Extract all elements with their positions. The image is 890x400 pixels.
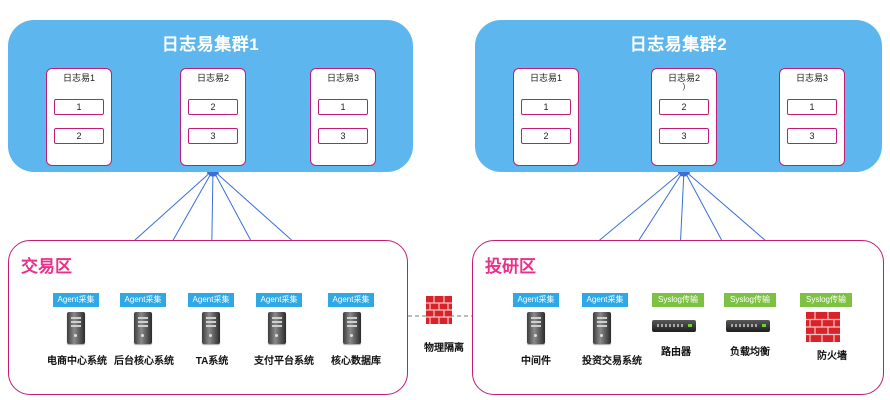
cluster-title: 日志易集群2 — [629, 35, 728, 54]
server-icon[interactable] — [343, 312, 361, 344]
shard-box: 3 — [318, 128, 368, 144]
log-cluster-1: 日志易集群1 日志易1 1 2 日志易2 2 3 日志易3 1 3 — [8, 20, 413, 172]
syslog-transfer-tag: Syslog传输 — [724, 293, 776, 307]
agent-collect-tag: Agent采集 — [328, 293, 374, 307]
device-label: TA系统 — [195, 356, 229, 367]
device-label: 防火墙 — [817, 351, 847, 362]
device-label: 支付平台系统 — [254, 356, 314, 367]
cluster-node[interactable]: 日志易1 1 2 — [513, 68, 579, 166]
server-icon[interactable] — [134, 312, 152, 344]
syslog-transfer-tag: Syslog传输 — [652, 293, 704, 307]
cluster-node[interactable]: 日志易1 1 2 — [46, 68, 112, 166]
firewall-icon[interactable] — [806, 312, 840, 342]
shard-box: 2 — [188, 99, 238, 115]
server-icon[interactable] — [268, 312, 286, 344]
zone-title: 投研区 — [485, 257, 536, 276]
cluster-node[interactable]: 日志易2 2 3 — [180, 68, 246, 166]
firewall-icon — [426, 296, 452, 324]
syslog-transfer-tag: Syslog传输 — [800, 293, 852, 307]
cluster-node[interactable]: 日志易3 1 3 — [310, 68, 376, 166]
node-label: 日志易1 — [529, 73, 562, 83]
log-cluster-2: 日志易集群2 日志易1 1 2 日志易2 ) 2 3 日志易3 1 3 — [475, 20, 882, 172]
node-label: 日志易1 — [62, 73, 95, 83]
server-icon[interactable] — [202, 312, 220, 344]
shard-box: 1 — [521, 99, 571, 115]
shard-box: 2 — [659, 99, 709, 115]
router-icon[interactable] — [652, 320, 696, 332]
shard-box: 3 — [659, 128, 709, 144]
agent-collect-tag: Agent采集 — [120, 293, 166, 307]
cluster-node[interactable]: 日志易3 1 3 — [779, 68, 845, 166]
shard-box: 1 — [54, 99, 104, 115]
isolation-label: 物理隔离 — [424, 343, 464, 354]
shard-box: 2 — [521, 128, 571, 144]
node-label: 日志易3 — [326, 73, 359, 83]
agent-collect-tag: Agent采集 — [53, 293, 99, 307]
agent-collect-tag: Agent采集 — [582, 293, 628, 307]
node-label: 日志易2 — [667, 73, 700, 83]
server-icon[interactable] — [593, 312, 611, 344]
cluster-title: 日志易集群1 — [161, 35, 260, 54]
device-label: 负载均衡 — [730, 347, 770, 358]
device-label: 后台核心系统 — [114, 356, 174, 367]
node-label: 日志易2 — [196, 73, 229, 83]
shard-box: 2 — [54, 128, 104, 144]
cluster-node[interactable]: 日志易2 ) 2 3 — [651, 68, 717, 166]
shard-box: 3 — [787, 128, 837, 144]
device-label: 投资交易系统 — [582, 356, 642, 367]
agent-collect-tag: Agent采集 — [513, 293, 559, 307]
device-label: 路由器 — [661, 347, 691, 358]
node-stray-mark: ) — [682, 82, 686, 91]
device-label: 核心数据库 — [331, 356, 381, 367]
node-label: 日志易3 — [795, 73, 828, 83]
shard-box: 3 — [188, 128, 238, 144]
agent-collect-tag: Agent采集 — [256, 293, 302, 307]
device-label: 中间件 — [521, 356, 551, 367]
shard-box: 1 — [787, 99, 837, 115]
shard-box: 1 — [318, 99, 368, 115]
server-icon[interactable] — [527, 312, 545, 344]
zone-title: 交易区 — [21, 257, 72, 276]
load-balancer-icon[interactable] — [726, 320, 770, 332]
agent-collect-tag: Agent采集 — [188, 293, 234, 307]
server-icon[interactable] — [67, 312, 85, 344]
device-label: 电商中心系统 — [47, 356, 107, 367]
